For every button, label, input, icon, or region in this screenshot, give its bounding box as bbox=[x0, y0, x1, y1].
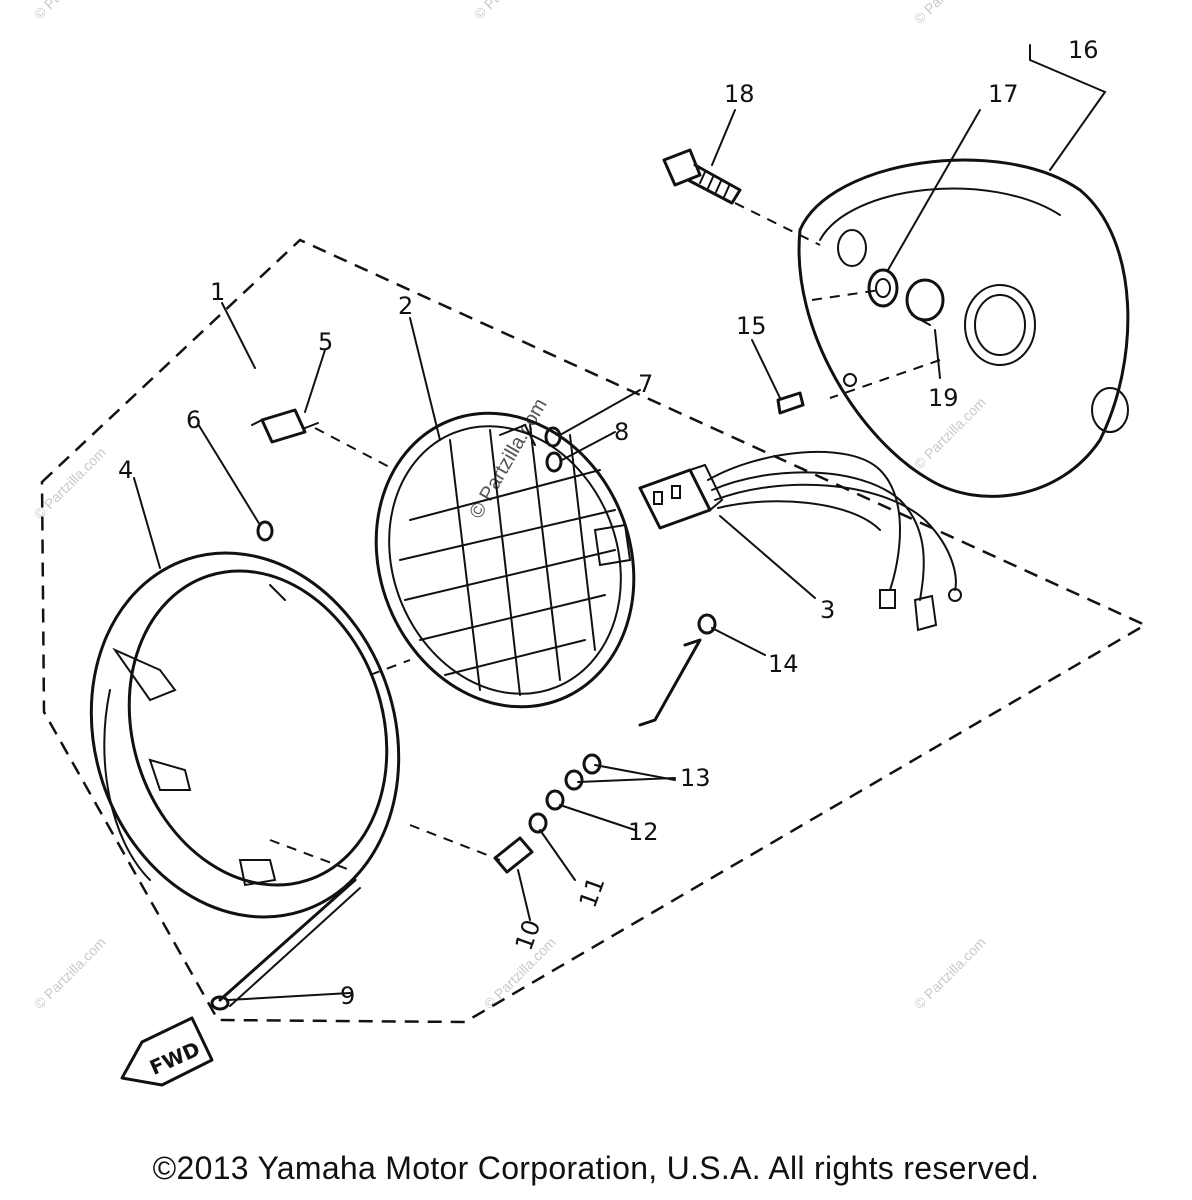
label-15: 15 bbox=[736, 312, 767, 340]
label-8: 8 bbox=[614, 418, 629, 446]
wire-harness bbox=[638, 450, 962, 632]
screw-6 bbox=[256, 520, 274, 542]
watermark: © Partzilla.com bbox=[31, 934, 109, 1012]
fwd-label: FWD bbox=[146, 1037, 204, 1080]
grommet bbox=[867, 268, 899, 308]
label-13: 13 bbox=[680, 764, 711, 792]
label-1: 1 bbox=[210, 278, 225, 306]
bulb-socket bbox=[905, 278, 945, 326]
adjuster-parts bbox=[493, 638, 702, 874]
pilot-bulb bbox=[251, 408, 319, 444]
forward-arrow-icon: FWD bbox=[120, 1016, 214, 1087]
watermark: © Partzilla.com bbox=[471, 0, 549, 22]
label-14: 14 bbox=[768, 650, 799, 678]
leader-lines bbox=[133, 44, 1107, 1001]
label-18: 18 bbox=[724, 80, 755, 108]
label-17: 17 bbox=[988, 80, 1019, 108]
watermark: © Partzilla.com bbox=[31, 0, 109, 22]
adjusting-screw bbox=[210, 878, 361, 1011]
alignment-lines bbox=[269, 202, 941, 871]
assembly-boundary bbox=[40, 238, 1148, 1024]
label-3: 3 bbox=[820, 596, 835, 624]
watermark: © Partzilla.com bbox=[911, 934, 989, 1012]
nut-14 bbox=[697, 613, 717, 635]
copyright-notice: ©2013 Yamaha Motor Corporation, U.S.A. A… bbox=[152, 1150, 1040, 1186]
washer-7 bbox=[544, 426, 562, 448]
label-6: 6 bbox=[186, 406, 201, 434]
mounting-bolt bbox=[662, 148, 742, 205]
screw-15 bbox=[776, 391, 805, 415]
sealed-beam-unit bbox=[374, 411, 636, 709]
label-4: 4 bbox=[118, 456, 133, 484]
headlight-shell bbox=[797, 158, 1130, 498]
label-2: 2 bbox=[398, 292, 413, 320]
watermark: © Partzilla.com bbox=[911, 0, 989, 27]
small-hardware bbox=[256, 391, 805, 635]
nut-8 bbox=[545, 451, 563, 473]
label-16: 16 bbox=[1068, 36, 1099, 64]
watermarks: © Partzilla.com © Partzilla.com © Partzi… bbox=[31, 0, 989, 1012]
label-19: 19 bbox=[928, 384, 959, 412]
label-9: 9 bbox=[340, 982, 355, 1010]
label-7: 7 bbox=[638, 370, 653, 398]
headlight-rim bbox=[89, 551, 401, 919]
label-11: 11 bbox=[574, 873, 611, 911]
label-5: 5 bbox=[318, 328, 333, 356]
label-12: 12 bbox=[628, 818, 659, 846]
